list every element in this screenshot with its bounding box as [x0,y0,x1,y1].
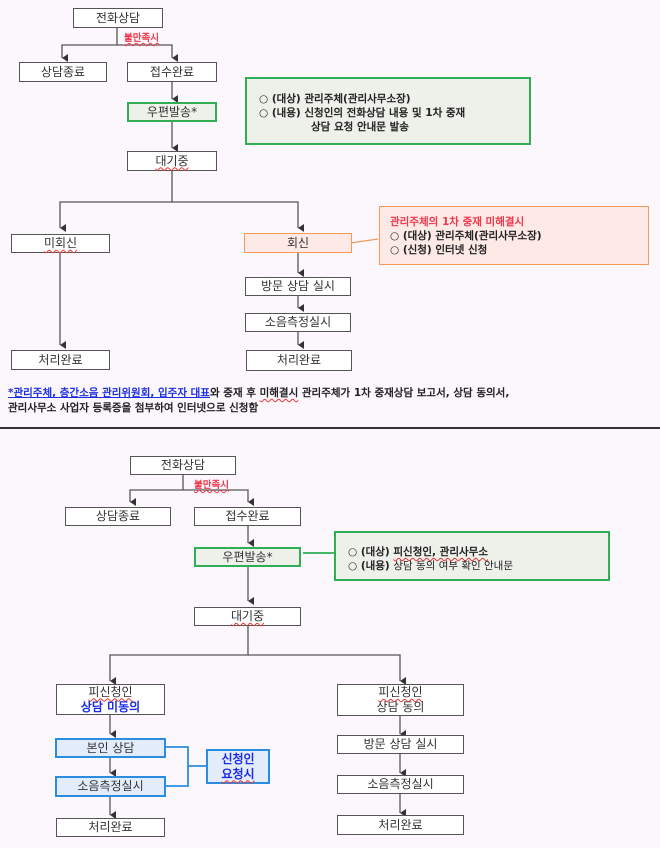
node-done-right: 처리완료 [246,350,352,371]
section-divider [0,427,660,429]
node-noise-measure-left: 소음측정실시 [55,776,166,797]
node-label: 회신 [286,235,310,250]
mail-note-box-2: ○ (대상) 피신청인, 관리사무소 ○ (내용) 상담 동의 여부 확인 안내… [334,531,610,581]
reply-note-target: ○ (대상) 관리주체(관리사무소장) [390,230,542,242]
node-done-left-2: 처리완료 [56,818,165,837]
node-label: 상담 동의 [376,700,425,714]
node-label: 전화상담 [160,458,206,472]
node-no-reply: 미회신 [11,234,110,253]
node-label: 상담종료 [95,509,141,523]
note-prefix: ○ (내용) [348,560,394,572]
node-label: 소음측정실시 [77,779,144,793]
node-label: 우편발송* [146,104,198,119]
footnote-unresolved: 미해결시 [259,387,299,399]
node-label: 본인 상담 [86,740,135,755]
node-visit-consult: 방문 상담 실시 [245,277,351,296]
condition-unsatisfied-label: 불만족시 [124,33,159,44]
node-label: 처리완료 [38,352,83,367]
node-mail-sent-2: 우편발송* [194,547,301,567]
node-label: 방문 상담 실시 [261,279,335,293]
condition-unsatisfied-label-2: 불만족시 [194,480,229,491]
node-label-emph: 신청인 [221,751,255,766]
footnote-line-2: 관리사무소 사업자 등록증을 첨부하여 인터넷으로 신청함 [8,402,259,414]
node-phone-consult: 전화상담 [73,8,163,28]
node-label: 처리완료 [88,820,133,834]
node-label: 소음측정실시 [367,777,434,791]
node-label: 접수완료 [225,509,270,523]
node-label-emph: 요청시 [221,766,255,781]
node-label: 전화상담 [95,10,141,25]
reply-note-apply: ○ (신청) 인터넷 신청 [390,244,488,256]
mail-note-target-2: ○ (대상) 피신청인, 관리사무소 [348,545,596,559]
footnote-text: 와 중재 후 [209,387,260,399]
node-respondent-agree: 피신청인 상담 동의 [337,684,464,716]
node-label: 피신청인 [88,684,133,699]
reply-note-title: 관리주체의 1차 중재 미해결시 [390,216,525,228]
node-label: 소음측정실시 [264,315,332,329]
node-label: 처리완료 [276,353,322,367]
node-phone-consult-2: 전화상담 [130,456,236,475]
node-received: 접수완료 [127,62,217,82]
node-self-consult: 본인 상담 [55,738,166,758]
node-label: 처리완료 [378,817,423,832]
node-label: 대기중 [230,609,265,623]
node-on-applicant-request: 신청인 요청시 [206,749,270,784]
node-consult-end: 상담종료 [19,62,107,82]
node-label: 대기중 [155,153,189,168]
node-done-right-2: 처리완료 [337,815,464,835]
node-label: 피신청인 [378,685,423,699]
node-waiting-2: 대기중 [194,607,301,626]
node-noise-measure: 소음측정실시 [245,313,351,332]
node-label: 상담종료 [40,64,86,79]
node-label: 우편발송* [222,549,273,564]
node-respondent-disagree: 피신청인 상담 미동의 [56,684,165,715]
note-prefix: ○ (대상) [348,546,394,558]
mail-note-content: ○ (내용) 신청인의 전화상담 내용 및 1차 중재 [259,107,466,119]
node-received-2: 접수완료 [194,507,301,526]
node-done-left: 처리완료 [11,350,110,370]
mail-note-content-cont: 상담 요청 안내문 발송 [311,121,409,133]
mail-note-box: ○ (대상) 관리주체(관리사무소장) ○ (내용) 신청인의 전화상담 내용 … [245,77,531,145]
footnote-line-1: *관리주체, 층간소음 관리위원회, 입주자 대표와 중재 후 미해결시 관리주… [8,386,648,401]
note-value: 피신청인, 관리사무소 [393,546,488,558]
node-label: 접수완료 [149,64,195,79]
footnote-text: 관리주체가 1차 중재상담 보고서, 상담 동의서, [298,387,510,399]
node-mail-sent: 우편발송* [127,102,217,122]
node-visit-consult-2: 방문 상담 실시 [337,735,464,754]
node-consult-end-2: 상담종료 [65,507,171,526]
note-value: 상담 동의 여부 확인 안내문 [393,560,514,572]
mail-note-target: ○ (대상) 관리주체(관리사무소장) [259,93,411,105]
node-waiting: 대기중 [127,151,217,171]
node-reply: 회신 [244,233,352,253]
node-label: 방문 상담 실시 [363,737,438,751]
reply-note-box: 관리주체의 1차 중재 미해결시 ○ (대상) 관리주체(관리사무소장) ○ (… [379,206,649,265]
mail-note-content-2: ○ (내용) 상담 동의 여부 확인 안내문 [348,559,596,573]
footnote: *관리주체, 층간소음 관리위원회, 입주자 대표와 중재 후 미해결시 관리주… [8,386,648,416]
node-noise-measure-right: 소음측정실시 [337,775,464,794]
node-label: 미회신 [43,236,78,250]
node-label-emph: 상담 미동의 [80,699,141,714]
footnote-link[interactable]: *관리주체, 층간소음 관리위원회, 입주자 대표 [8,387,210,399]
